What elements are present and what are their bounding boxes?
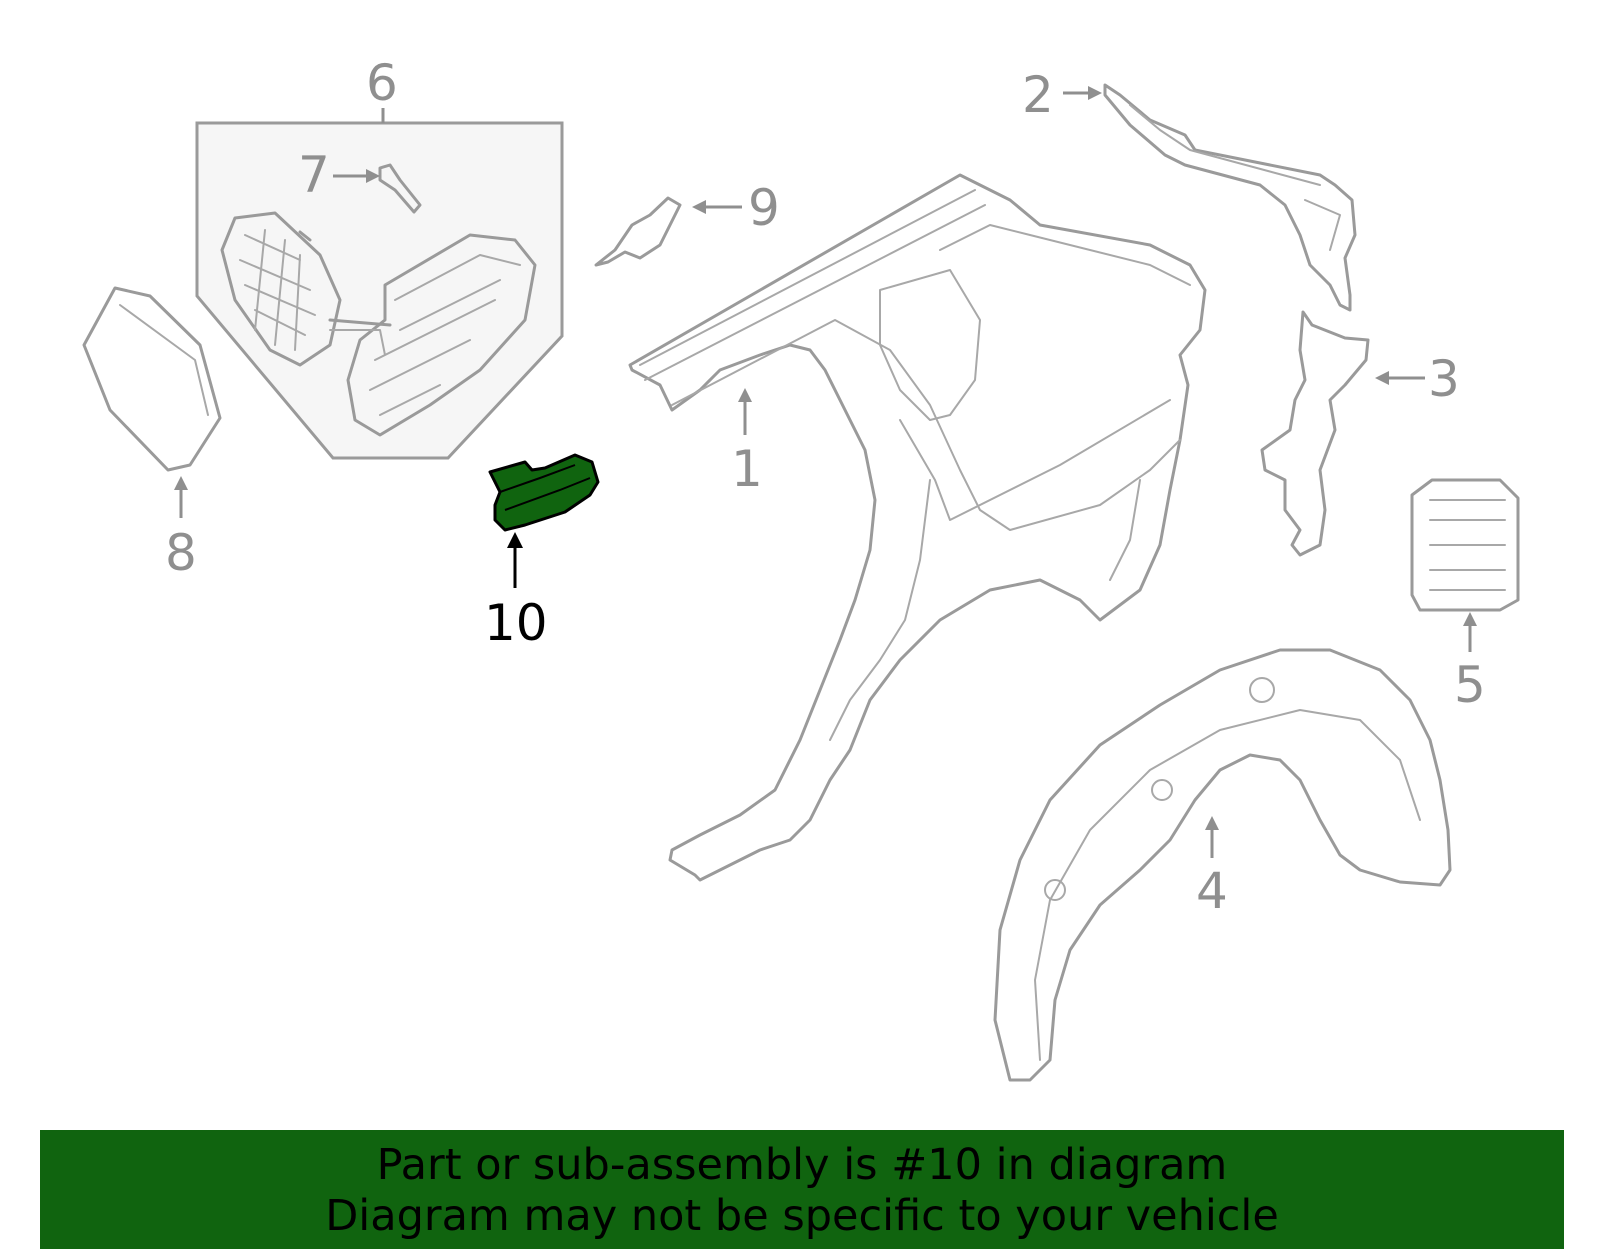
callout-10: 10 [484,594,548,652]
part-9-bracket[interactable] [594,196,682,267]
part-1-quarter-panel[interactable] [628,173,1207,882]
part-10-detail [499,464,591,511]
leaders [174,86,1477,858]
part-3-bracket[interactable] [1260,310,1370,557]
banner-line-1: Part or sub-assembly is #10 in diagram [376,1140,1228,1190]
part-7-pin[interactable] [378,163,422,214]
callout-3: 3 [1428,350,1460,408]
callout-2: 2 [1022,66,1054,124]
part-10-shape [488,453,600,532]
callout-6: 6 [366,54,398,112]
callout-1: 1 [731,440,763,498]
part-4-wheel-liner[interactable] [993,648,1452,1082]
info-banner: Part or sub-assembly is #10 in diagram D… [40,1130,1564,1249]
part-6-callout-box [195,121,564,460]
part-2-reinforcement[interactable] [1103,83,1357,312]
part-5-panel[interactable] [1410,478,1520,612]
part-6-fuel-door-housing-group[interactable] [195,108,564,460]
banner-line-2: Diagram may not be specific to your vehi… [325,1191,1279,1241]
callout-9: 9 [748,179,780,237]
callout-7: 7 [298,146,330,204]
callout-5: 5 [1454,656,1486,714]
part-8-fuel-door[interactable] [82,286,222,472]
callout-4: 4 [1196,862,1228,920]
callout-8: 8 [165,524,197,582]
part-6-housing-shape [220,211,342,367]
part-10-selected[interactable] [488,453,600,532]
